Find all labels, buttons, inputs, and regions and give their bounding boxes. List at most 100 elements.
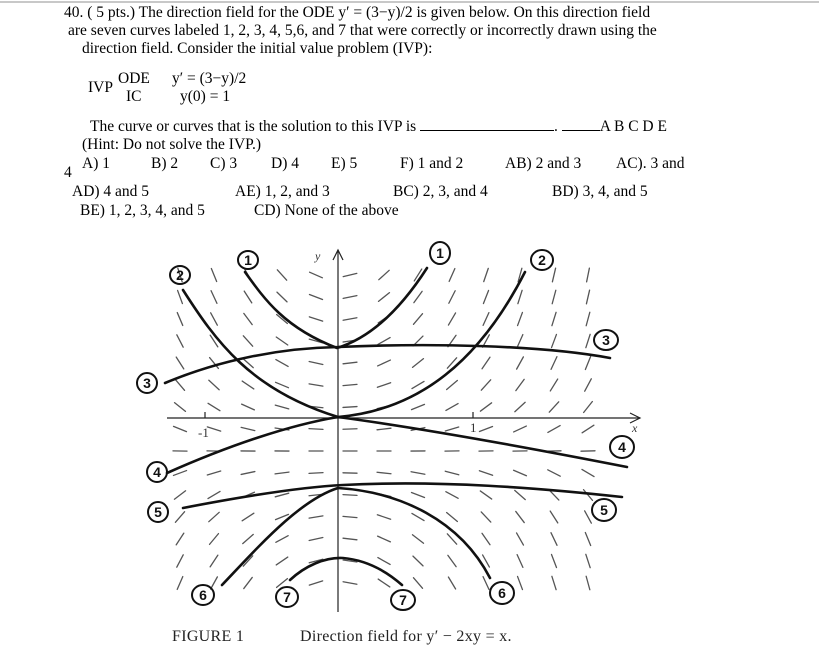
slope-segment [378, 360, 391, 366]
slope-segment [448, 313, 455, 325]
curve-label-3-left: 3 [137, 373, 157, 393]
slope-segment [379, 293, 390, 302]
slope-segment [548, 470, 560, 476]
slope-segment [447, 534, 456, 544]
slope-segment [174, 426, 187, 431]
slope-segment [412, 535, 423, 544]
curve-label-7-left: 7 [276, 587, 298, 607]
label-text: 5 [600, 502, 608, 518]
slope-segment [242, 513, 254, 521]
slope-segment [343, 582, 357, 584]
slope-segment [479, 427, 492, 432]
y-axis-label: y [314, 249, 321, 263]
slope-segment [211, 291, 217, 304]
figure-caption-text: Direction field for y′ − 2xy = x. [300, 628, 512, 646]
slope-segment [309, 581, 322, 585]
slope-segment [276, 360, 288, 367]
slope-segment [275, 472, 289, 474]
slope-segment [480, 491, 491, 499]
slope-segment [552, 576, 556, 589]
slope-segment [275, 405, 288, 409]
slope-segment [177, 577, 183, 590]
label-text: 1 [436, 245, 444, 261]
slope-segment [586, 554, 590, 567]
slope-segment [343, 318, 357, 320]
slope-segment [515, 402, 525, 411]
slope-segment [552, 268, 555, 282]
slope-segment [211, 313, 218, 325]
slope-segment [276, 337, 288, 345]
slope-segment [343, 362, 357, 364]
slope-segment [551, 357, 557, 370]
slope-segment [585, 379, 592, 391]
slope-segment [448, 577, 455, 589]
slope-segment [378, 536, 391, 542]
slope-segment [277, 292, 287, 302]
slope-segment [211, 269, 216, 282]
slope-segment [175, 403, 186, 412]
axes [167, 250, 640, 612]
slope-segment [582, 469, 594, 476]
curve-3 [165, 345, 610, 383]
slope-segment [517, 335, 523, 348]
slope-segment [244, 291, 252, 303]
tick-label-neg: -1 [198, 425, 209, 440]
slope-segment [516, 379, 524, 390]
slope-segment [515, 490, 526, 499]
slope-segment [343, 495, 357, 496]
curve-5 [183, 483, 622, 508]
slope-segment [377, 383, 390, 388]
slope-segment [175, 512, 184, 523]
slope-segment [243, 534, 254, 543]
slope-segment [309, 429, 323, 430]
label-text: 2 [176, 267, 184, 283]
slope-segment [449, 291, 455, 303]
slope-segment [518, 576, 523, 589]
slope-segment [518, 312, 523, 325]
slope-segment [211, 577, 218, 589]
slope-segment [309, 516, 323, 518]
slope-segment [552, 334, 557, 347]
curve-label-6-left: 6 [192, 585, 214, 605]
curve-4 [167, 417, 627, 473]
slope-segment [449, 269, 455, 282]
slope-segment [343, 273, 357, 276]
slope-segment [587, 268, 590, 282]
slope-segment [552, 312, 556, 325]
slope-segment [173, 471, 186, 476]
slope-segment [483, 577, 489, 590]
curve-2 [183, 272, 525, 417]
slope-segment [343, 384, 357, 385]
label-text: 6 [498, 585, 506, 601]
slope-segment [412, 513, 424, 520]
label-text: 4 [153, 464, 161, 480]
slope-segment [276, 382, 289, 387]
slope-segment [343, 516, 357, 517]
slope-segment [309, 384, 323, 386]
slope-segment [586, 290, 589, 304]
curve-label-5-left: 5 [148, 502, 168, 522]
label-text: 3 [602, 332, 610, 348]
slope-segment [586, 312, 590, 326]
slope-segment [484, 268, 489, 281]
slope-segment [177, 335, 183, 347]
label-text: 3 [143, 375, 151, 391]
label-text: 4 [618, 439, 626, 455]
slope-segment [517, 533, 524, 545]
slope-segment [175, 380, 184, 391]
slope-segment [343, 538, 357, 540]
slope-segment [378, 558, 390, 565]
slope-segment [479, 471, 492, 476]
slope-segment [242, 404, 255, 410]
slope-segment [411, 472, 425, 475]
curve-label-4-right: 4 [610, 436, 634, 458]
slope-segment [412, 381, 424, 388]
label-text: 7 [283, 589, 291, 605]
slope-segment [584, 402, 593, 413]
slope-segment [276, 536, 288, 543]
figure-caption-label: FIGURE 1 [172, 628, 244, 646]
slope-segment [551, 533, 557, 546]
slope-segment [343, 296, 357, 299]
slope-field [173, 268, 595, 590]
